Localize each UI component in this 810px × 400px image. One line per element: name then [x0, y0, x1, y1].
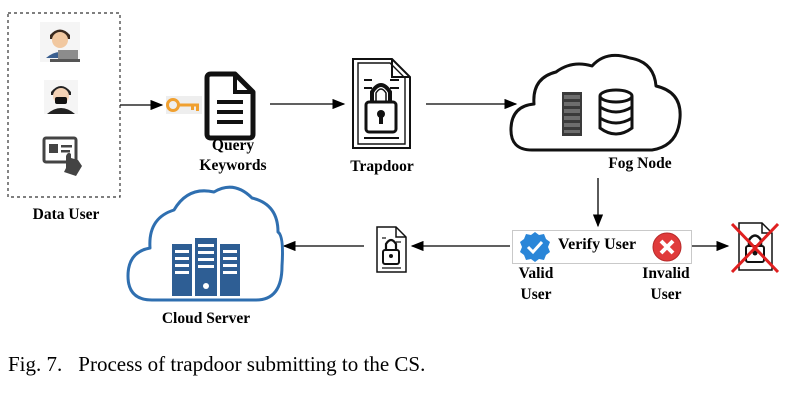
diagram: Verify User Data User Query Keywords Tra… — [7, 12, 780, 327]
valid-user-label-line1: Valid — [518, 265, 554, 282]
data-user-label: Data User — [32, 206, 100, 223]
document-icon — [204, 71, 256, 141]
figure-caption-text: Process of trapdoor submitting to the CS… — [78, 352, 426, 376]
figure-caption: Fig. 7. Process of trapdoor submitting to… — [8, 352, 425, 377]
cloud-server-rack-icon — [172, 238, 240, 296]
user-laptop-icon — [40, 22, 80, 62]
rejected-trapdoor-icon — [730, 222, 780, 274]
id-card-touch-icon — [42, 136, 82, 176]
trapdoor-lock-icon — [352, 58, 411, 149]
query-keywords-label-line1: Query — [211, 137, 255, 154]
small-trapdoor-icon — [376, 226, 407, 273]
database-icon — [598, 88, 634, 136]
invalid-user-label-line2: User — [650, 286, 682, 303]
fog-cloud-icon — [509, 53, 682, 152]
verify-user-label: Verify User — [558, 236, 637, 253]
server-rack-icon — [562, 92, 582, 136]
diagram-canvas — [7, 12, 780, 302]
figure-caption-number: Fig. 7. — [8, 352, 63, 376]
valid-user-label-line2: User — [520, 286, 552, 303]
cloud-server-icon — [126, 185, 284, 302]
key-icon — [166, 96, 202, 114]
fog-node-label: Fog Node — [608, 155, 672, 172]
user-masked-icon — [44, 80, 78, 114]
query-keywords-label-line2: Keywords — [199, 157, 267, 174]
invalid-user-label-line1: Invalid — [642, 265, 690, 282]
trapdoor-label: Trapdoor — [350, 158, 414, 175]
cloud-server-label: Cloud Server — [161, 310, 251, 327]
